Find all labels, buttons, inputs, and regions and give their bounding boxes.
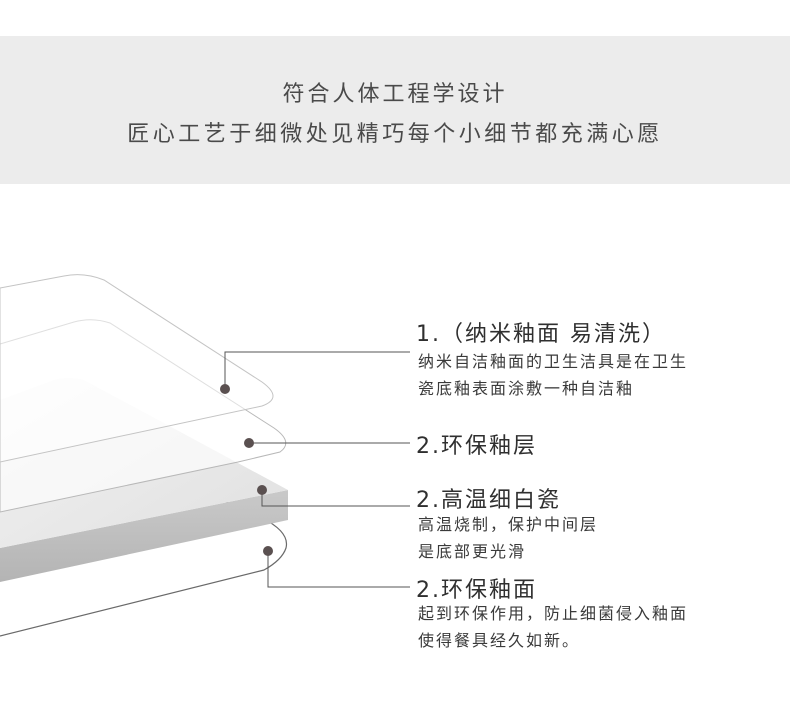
layer-1-desc-line-1: 纳米自洁釉面的卫生洁具是在卫生 <box>418 352 689 371</box>
layer-3-desc-line-2: 是底部更光滑 <box>418 542 527 561</box>
marker-dot-2 <box>244 438 254 448</box>
leader-line-4 <box>267 551 410 588</box>
banner-title: 符合人体工程学设计 <box>282 82 508 107</box>
marker-dot-1 <box>220 384 230 394</box>
layer-3-desc-line-1: 高温烧制，保护中间层 <box>418 515 599 534</box>
layer-4-desc-line-2: 使得餐具经久如新。 <box>418 631 581 650</box>
layer-4-title: 2.环保釉面 <box>416 578 537 603</box>
leader-line-1 <box>224 351 410 389</box>
layer-1-desc-line-2: 瓷底釉表面涂敷一种自洁釉 <box>418 379 635 398</box>
header-banner: 符合人体工程学设计 匠心工艺于细微处见精巧每个小细节都充满心愿 <box>0 36 790 184</box>
layer-3-title: 2.高温细白瓷 <box>416 488 561 513</box>
layer-2-title: 2.环保釉层 <box>416 434 537 459</box>
marker-dot-3 <box>257 485 267 495</box>
banner-subtitle: 匠心工艺于细微处见精巧每个小细节都充满心愿 <box>127 122 663 147</box>
layer-4-desc-line-1: 起到环保作用，防止细菌侵入釉面 <box>418 604 689 623</box>
layer-nano-glaze <box>0 274 274 463</box>
layer-ceramic-side <box>0 490 288 582</box>
layer-1-title: 1.（纳米釉面 易清洗） <box>416 322 666 347</box>
leader-line-3 <box>261 490 410 507</box>
marker-dot-4 <box>263 546 273 556</box>
